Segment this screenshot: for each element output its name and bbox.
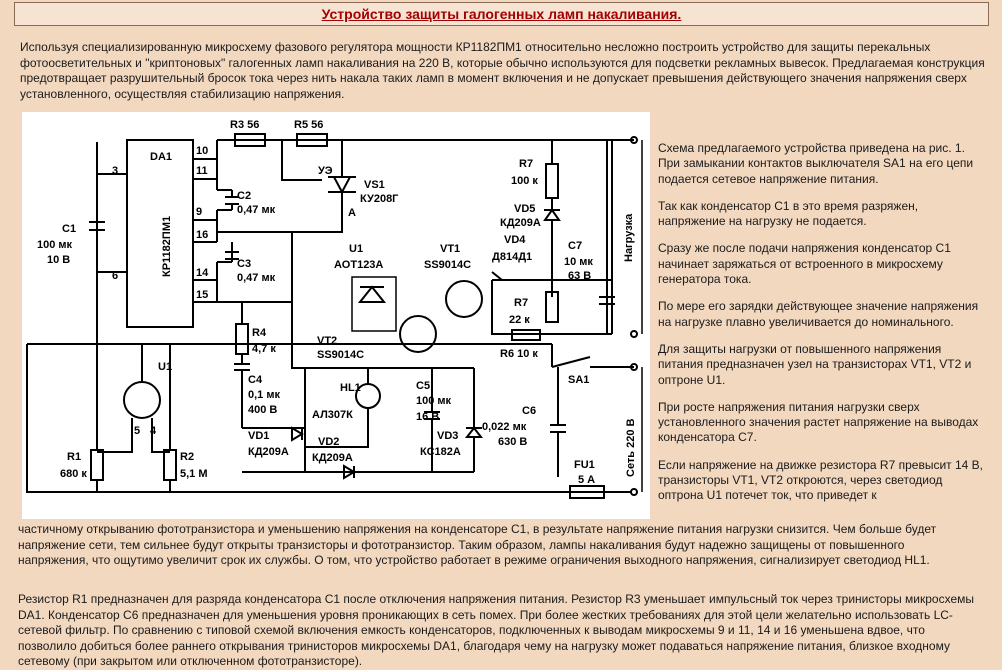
intro-paragraph: Используя специализированную микросхему … (20, 40, 985, 101)
r7-value: 100 к (511, 175, 538, 187)
r7-resistor (545, 163, 559, 199)
vd1-label: VD1 (248, 430, 269, 442)
r7b-label: R7 (514, 297, 528, 309)
c5-value2: 16 В (416, 411, 439, 423)
vt2-type: SS9014C (317, 349, 364, 361)
vt1-label: VT1 (440, 243, 460, 255)
c6-value2: 630 В (498, 436, 527, 448)
c7-label: C7 (568, 240, 582, 252)
c3-value: 0,47 мк (237, 272, 276, 284)
pin-11: 11 (196, 165, 208, 177)
vs1-label: VS1 (364, 179, 385, 191)
r6-label: R6 10 к (500, 348, 538, 360)
r4-value: 4,7 к (252, 343, 276, 355)
c6-value1: 0,022 мк (482, 421, 527, 433)
c4-value1: 0,1 мк (248, 389, 280, 401)
vd5-label: VD5 (514, 203, 535, 215)
vd2-label: VD2 (318, 436, 339, 448)
u1-optocoupler (351, 276, 397, 332)
pin-3: 3 (112, 165, 118, 177)
load-label: Нагрузка (623, 213, 635, 262)
pin-4: 4 (150, 425, 157, 437)
u1-phototransistor (123, 381, 161, 419)
c5-label: C5 (416, 380, 430, 392)
ue-label: УЭ (318, 165, 333, 177)
c4-label: C4 (248, 374, 263, 386)
r1-label: R1 (67, 451, 81, 463)
r5-label: R5 56 (294, 119, 323, 131)
r3-resistor (234, 133, 266, 147)
pin-10: 10 (196, 145, 208, 157)
pin-14: 14 (196, 267, 209, 279)
u1-top-label: U1 (349, 243, 363, 255)
c1-value2: 10 В (47, 254, 70, 266)
page-title: Устройство защиты галогенных ламп накали… (14, 2, 989, 26)
da1-label: DA1 (150, 151, 172, 163)
vd3-label: VD3 (437, 430, 458, 442)
vd4-type: Д814Д1 (492, 251, 532, 263)
r1-value: 680 к (60, 468, 87, 480)
r4-resistor (235, 323, 249, 355)
vd2-type: КД209А (312, 452, 353, 464)
vs1-type: КУ208Г (360, 193, 399, 205)
r1-resistor (90, 449, 104, 481)
side-paragraph-4: По мере его зарядки действующее значение… (658, 299, 979, 329)
r2-resistor (163, 449, 177, 481)
r7b-value: 22 к (509, 314, 530, 326)
pin-16: 16 (196, 229, 208, 241)
c2-label: C2 (237, 190, 251, 202)
c1-value1: 100 мк (37, 239, 73, 251)
vd4-label: VD4 (504, 234, 526, 246)
r6-resistor (511, 329, 541, 341)
hl1-label: HL1 (340, 382, 361, 394)
r7-label: R7 (519, 158, 533, 170)
vd3-type: КС182А (420, 446, 461, 458)
anode-label: А (348, 207, 356, 219)
vt1-transistor (445, 280, 483, 318)
c2-value: 0,47 мк (237, 204, 276, 216)
pin-5: 5 (134, 425, 140, 437)
side-paragraph-3: Сразу же после подачи напряжения конденс… (658, 241, 951, 287)
circuit-schematic: DA1 КР1182ПМ1 3 6 10 11 9 16 14 15 C2 0,… (22, 112, 650, 519)
c6-label: C6 (522, 405, 536, 417)
c5-value1: 100 мк (416, 395, 452, 407)
side-text: Схема предлагаемого устройства приведена… (658, 141, 988, 516)
u1-top-type: АОТ123А (334, 259, 383, 271)
side-paragraph-1: Схема предлагаемого устройства приведена… (658, 141, 974, 186)
fu1-label: FU1 (574, 459, 595, 471)
c1-label: C1 (62, 223, 76, 235)
c7-value2: 63 В (568, 270, 591, 282)
r3-label: R3 56 (230, 119, 259, 131)
c7-value1: 10 мк (564, 256, 593, 268)
vt1-type: SS9014C (424, 259, 471, 271)
c3-label: C3 (237, 258, 251, 270)
r7b-resistor (545, 291, 559, 323)
pin-6: 6 (112, 270, 118, 282)
mains-label: Сеть 220 В (625, 418, 637, 477)
side-paragraph-6: При росте напряжения питания нагрузки св… (658, 399, 979, 445)
r4-label: R4 (252, 327, 267, 339)
vt2-label: VT2 (317, 335, 337, 347)
side-paragraph-2: Так как конденсатор С1 в это время разря… (658, 198, 919, 229)
continuation-paragraph-2: Резистор R1 предназначен для разряда кон… (18, 592, 975, 668)
fu1-value: 5 А (578, 474, 595, 486)
r2-label: R2 (180, 451, 194, 463)
vd1-type: КД209А (248, 446, 289, 458)
sa1-label: SA1 (568, 374, 589, 386)
pin-15: 15 (196, 289, 208, 301)
fu1-fuse (569, 485, 605, 499)
c4-value2: 400 В (248, 404, 277, 416)
continuation-paragraph-1: частичному открыванию фототранзистора и … (18, 522, 937, 567)
da1-chip (126, 139, 194, 328)
side-paragraph-5: Для защиты нагрузки от повышенного напря… (658, 341, 972, 387)
r2-value: 5,1 М (180, 468, 208, 480)
pin-9: 9 (196, 206, 202, 218)
r5-resistor (296, 133, 328, 147)
u1-left-label: U1 (158, 361, 172, 373)
hl1-type: АЛ307К (312, 409, 353, 421)
da1-type: КР1182ПМ1 (161, 216, 173, 277)
side-paragraph-7: Если напряжение на движке резистора R7 п… (658, 457, 983, 503)
vd5-type: КД209А (500, 217, 541, 229)
vt2-transistor (399, 315, 437, 353)
